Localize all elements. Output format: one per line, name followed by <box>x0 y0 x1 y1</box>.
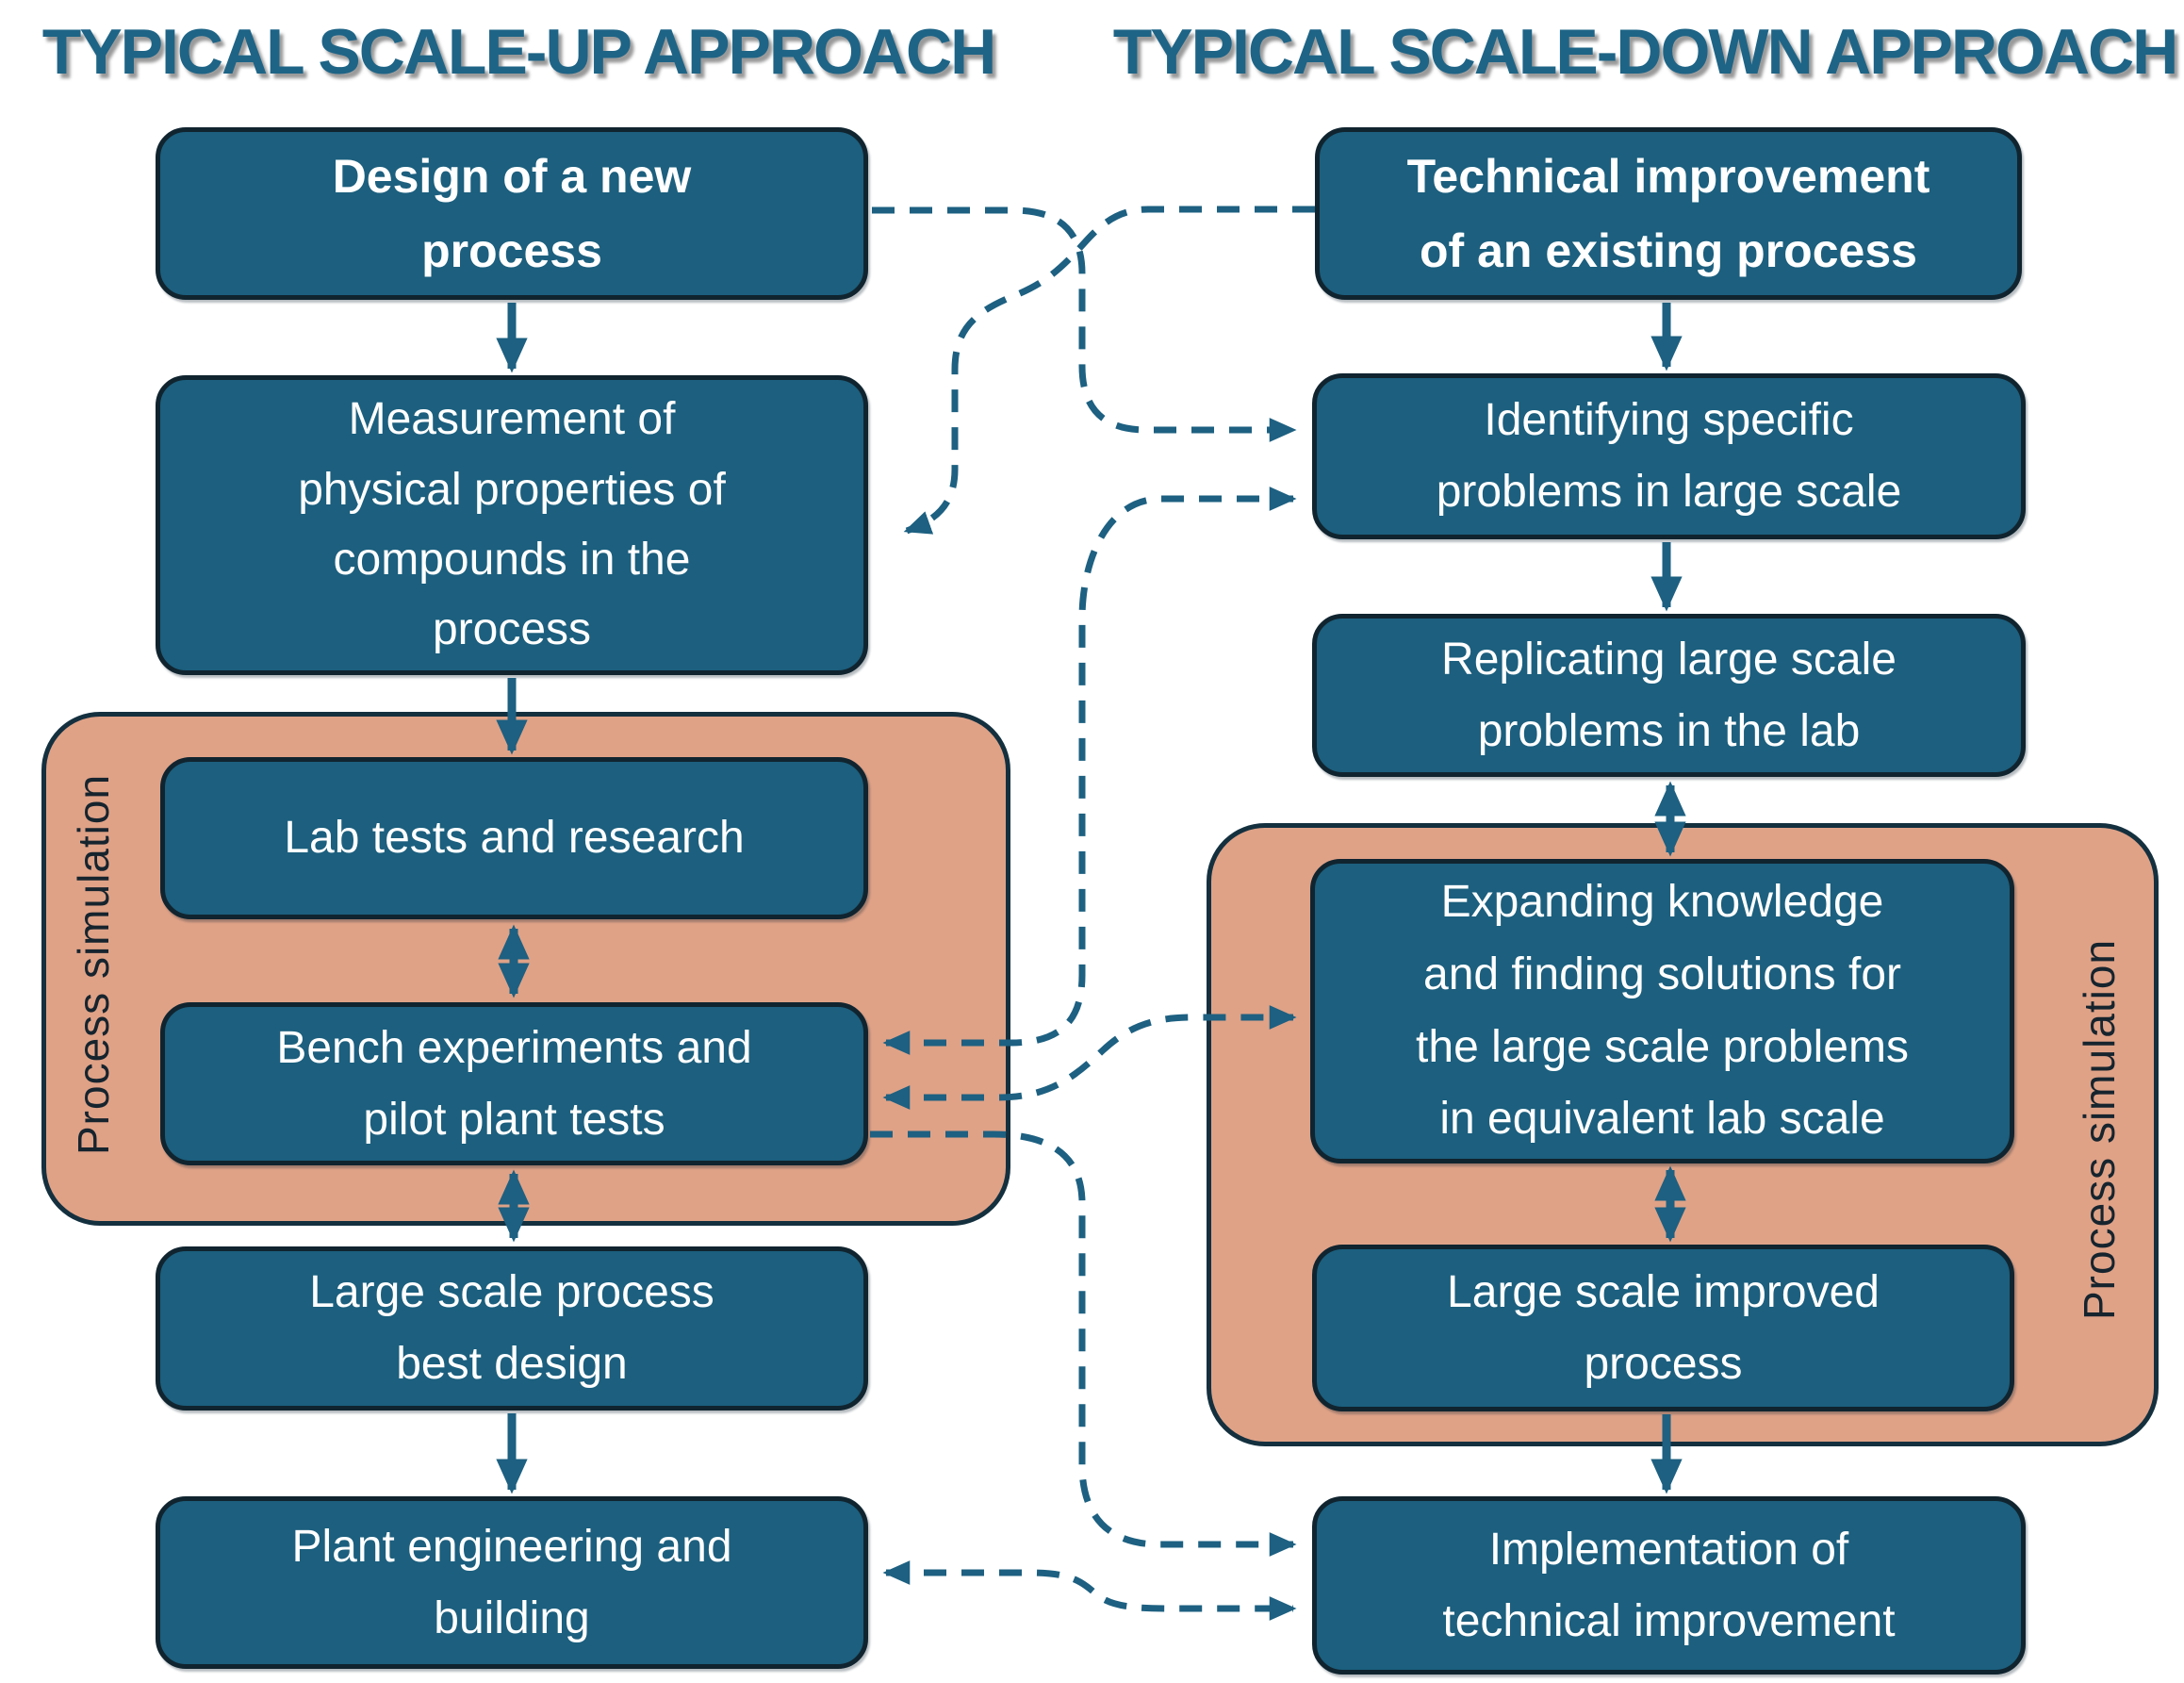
process-simulation-label-left: Process simulation <box>69 773 118 1155</box>
title-scale-up: TYPICAL SCALE-UP APPROACH <box>41 16 996 88</box>
box-lab-tests-research: Lab tests and research <box>160 757 868 919</box>
connector-technical-to-measurement <box>903 206 1315 535</box>
box-technical-improvement: Technical improvement of an existing pro… <box>1315 127 2022 300</box>
box-bench-experiments: Bench experiments and pilot plant tests <box>160 1002 868 1165</box>
title-scale-down: TYPICAL SCALE-DOWN APPROACH <box>1112 16 2178 88</box>
process-simulation-label-right: Process simulation <box>2075 938 2124 1320</box>
box-replicating-problems: Replicating large scale problems in the … <box>1312 614 2026 777</box>
box-plant-engineering: Plant engineering and building <box>156 1496 868 1669</box>
box-measurement-physical-properties: Measurement of physical properties of co… <box>156 375 868 675</box>
box-large-scale-improved: Large scale improved process <box>1312 1245 2014 1411</box>
box-identifying-problems: Identifying specific problems in large s… <box>1312 373 2026 539</box>
box-expanding-knowledge: Expanding knowledge and finding solution… <box>1310 859 2014 1163</box>
connector-design-to-identifying <box>872 206 1297 442</box>
connector-plant-implementation-bidirectional <box>882 1560 1297 1621</box>
box-large-scale-best-design: Large scale process best design <box>156 1246 868 1411</box>
box-design-new-process: Design of a new process <box>156 127 868 300</box>
box-implementation: Implementation of technical improvement <box>1312 1496 2026 1675</box>
